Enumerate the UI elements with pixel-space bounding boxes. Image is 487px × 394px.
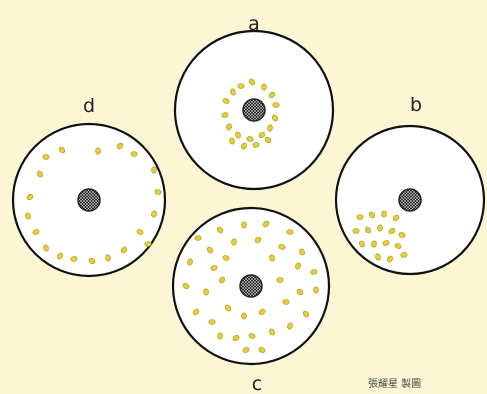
dish-c-particle	[195, 236, 201, 241]
dish-a-particle	[261, 84, 266, 91]
label-a: a	[248, 13, 260, 35]
dish-b-nucleus-icon	[399, 189, 421, 211]
dish-b-particle	[357, 215, 363, 220]
dish-b-particle	[381, 211, 386, 218]
dish-c-particle	[286, 229, 293, 235]
dish-c-particle	[241, 222, 246, 229]
dish-c-particle	[277, 277, 284, 283]
dish-c-particle	[282, 299, 289, 305]
dish-c-particle	[313, 287, 318, 294]
dish-d-particle	[43, 155, 49, 160]
credit-text: 張耀星 製圖	[368, 377, 421, 390]
dish-c-nucleus-icon	[240, 275, 262, 297]
label-b: b	[410, 94, 422, 116]
dish-d-particle	[130, 151, 137, 157]
dish-c-particle	[209, 320, 215, 325]
dish-d-particle	[145, 241, 152, 247]
dish-b-particle	[352, 228, 359, 234]
label-d: d	[83, 95, 95, 117]
dish-d-particle	[95, 148, 100, 155]
label-c: c	[252, 373, 262, 394]
dish-c-particle	[241, 313, 246, 320]
dish-a-particle	[272, 102, 279, 108]
dish-a-particle	[238, 84, 244, 89]
dish-a-nucleus-icon	[243, 99, 265, 121]
dish-d-nucleus-icon	[78, 189, 100, 211]
